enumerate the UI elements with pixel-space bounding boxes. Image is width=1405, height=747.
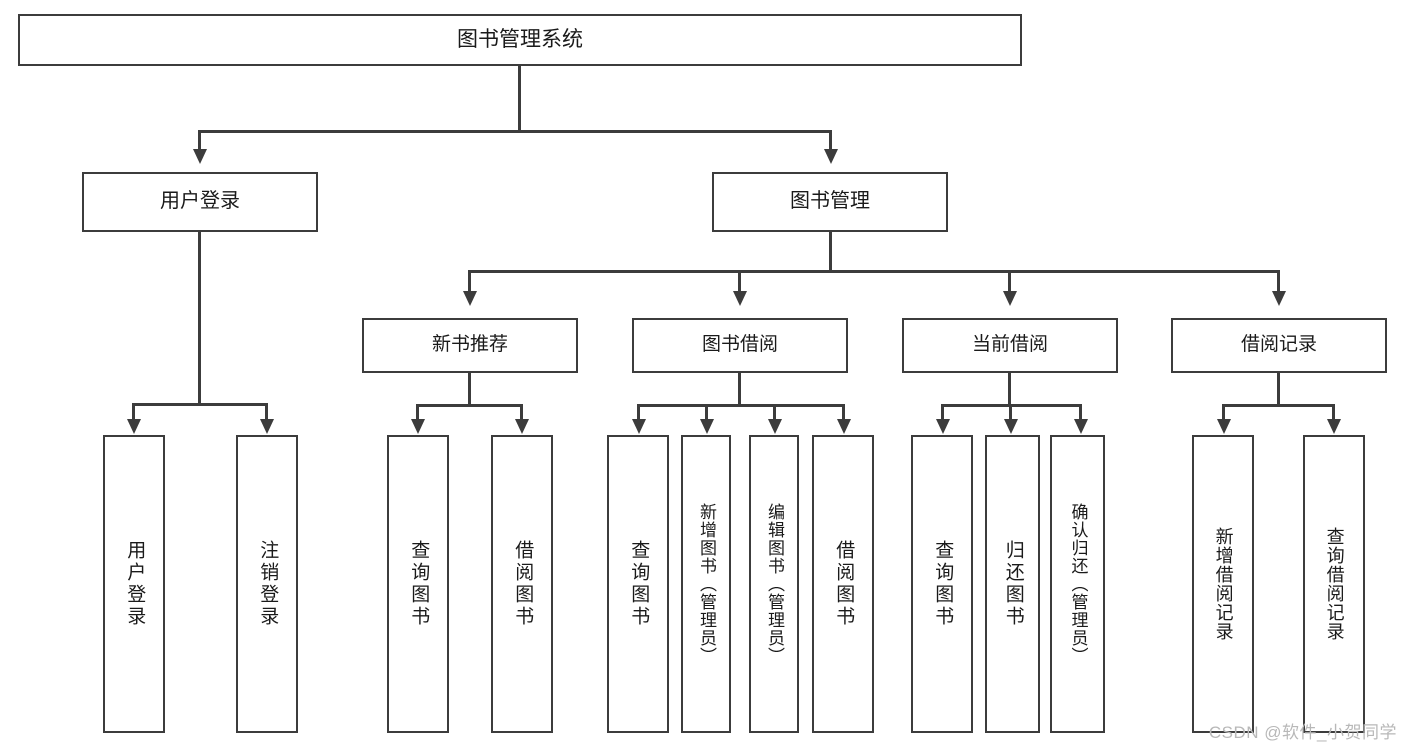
node-book-borrow[interactable]: 图书借阅: [632, 318, 848, 373]
connector-borrow-record-drop-1: [1332, 404, 1335, 421]
connector-book-manage-drop-1: [738, 270, 741, 293]
node-new-book-recommend[interactable]: 新书推荐: [362, 318, 578, 373]
arrow-to-book-manage: [824, 149, 838, 164]
arrow-to-leaf-book-borrow-1: [700, 419, 714, 434]
leaf-current-borrow-return[interactable]: 归还图书: [985, 435, 1040, 733]
connector-new-book-bus: [416, 404, 523, 407]
connector-root-stem: [518, 66, 521, 132]
arrow-to-leaf-book-borrow-0: [632, 419, 646, 434]
leaf-user-login-logout[interactable]: 注销登录: [236, 435, 298, 733]
connector-user-login-stem: [198, 232, 201, 405]
connector-current-borrow-drop-0: [941, 404, 944, 421]
node-current-borrow[interactable]: 当前借阅: [902, 318, 1118, 373]
arrow-to-borrow-record: [1272, 291, 1286, 306]
leaf-new-book-query[interactable]: 查询图书: [387, 435, 449, 733]
connector-user-login-bus: [132, 403, 268, 406]
connector-user-login-drop-1: [265, 403, 268, 421]
arrow-to-book-borrow: [733, 291, 747, 306]
leaf-current-borrow-confirm[interactable]: 确认归还（管理员）: [1050, 435, 1105, 733]
connector-new-book-drop-1: [520, 404, 523, 421]
arrow-to-leaf-current-borrow-2: [1074, 419, 1088, 434]
leaf-current-borrow-query[interactable]: 查询图书: [911, 435, 973, 733]
connector-current-borrow-drop-2: [1079, 404, 1082, 421]
arrow-to-leaf-user-login-1: [260, 419, 274, 434]
leaf-borrow-record-query[interactable]: 查询借阅记录: [1303, 435, 1365, 733]
connector-book-borrow-drop-3: [842, 404, 845, 421]
connector-root-drop-right: [829, 130, 832, 151]
arrow-to-leaf-borrow-record-0: [1217, 419, 1231, 434]
connector-book-manage-drop-3: [1277, 270, 1280, 293]
arrow-to-new-book-recommend: [463, 291, 477, 306]
connector-book-manage-stem: [829, 232, 832, 272]
connector-book-manage-drop-2: [1008, 270, 1011, 293]
leaf-new-book-borrow[interactable]: 借阅图书: [491, 435, 553, 733]
arrow-to-current-borrow: [1003, 291, 1017, 306]
connector-book-manage-bus: [468, 270, 1280, 273]
connector-book-manage-drop-0: [468, 270, 471, 293]
connector-book-borrow-drop-1: [705, 404, 708, 421]
connector-book-borrow-drop-0: [637, 404, 640, 421]
arrow-to-leaf-new-book-1: [515, 419, 529, 434]
arrow-to-leaf-current-borrow-1: [1004, 419, 1018, 434]
leaf-borrow-record-add[interactable]: 新增借阅记录: [1192, 435, 1254, 733]
arrow-to-leaf-book-borrow-3: [837, 419, 851, 434]
watermark-text: CSDN @软件_小贺同学: [1208, 723, 1397, 742]
arrow-to-leaf-borrow-record-1: [1327, 419, 1341, 434]
connector-book-borrow-drop-2: [773, 404, 776, 421]
leaf-book-borrow-query[interactable]: 查询图书: [607, 435, 669, 733]
connector-root-drop-left: [198, 130, 201, 151]
connector-current-borrow-drop-1: [1009, 404, 1012, 421]
connector-current-borrow-stem: [1008, 373, 1011, 406]
arrow-to-leaf-user-login-0: [127, 419, 141, 434]
connector-borrow-record-stem: [1277, 373, 1280, 406]
arrow-to-leaf-current-borrow-0: [936, 419, 950, 434]
arrow-to-leaf-new-book-0: [411, 419, 425, 434]
leaf-book-borrow-edit[interactable]: 编辑图书（管理员）: [749, 435, 799, 733]
connector-book-borrow-stem: [738, 373, 741, 406]
node-borrow-record[interactable]: 借阅记录: [1171, 318, 1387, 373]
leaf-user-login-login[interactable]: 用户登录: [103, 435, 165, 733]
connector-new-book-stem: [468, 373, 471, 406]
leaf-book-borrow-add[interactable]: 新增图书（管理员）: [681, 435, 731, 733]
node-root-system[interactable]: 图书管理系统: [18, 14, 1022, 66]
connector-new-book-drop-0: [416, 404, 419, 421]
connector-borrow-record-bus: [1222, 404, 1335, 407]
connector-root-bus: [198, 130, 832, 133]
node-user-login[interactable]: 用户登录: [82, 172, 318, 232]
connector-user-login-drop-0: [132, 403, 135, 421]
connector-borrow-record-drop-0: [1222, 404, 1225, 421]
leaf-book-borrow-borrow[interactable]: 借阅图书: [812, 435, 874, 733]
arrow-to-leaf-book-borrow-2: [768, 419, 782, 434]
connector-book-borrow-bus: [637, 404, 845, 407]
arrow-to-user-login: [193, 149, 207, 164]
node-book-manage[interactable]: 图书管理: [712, 172, 948, 232]
